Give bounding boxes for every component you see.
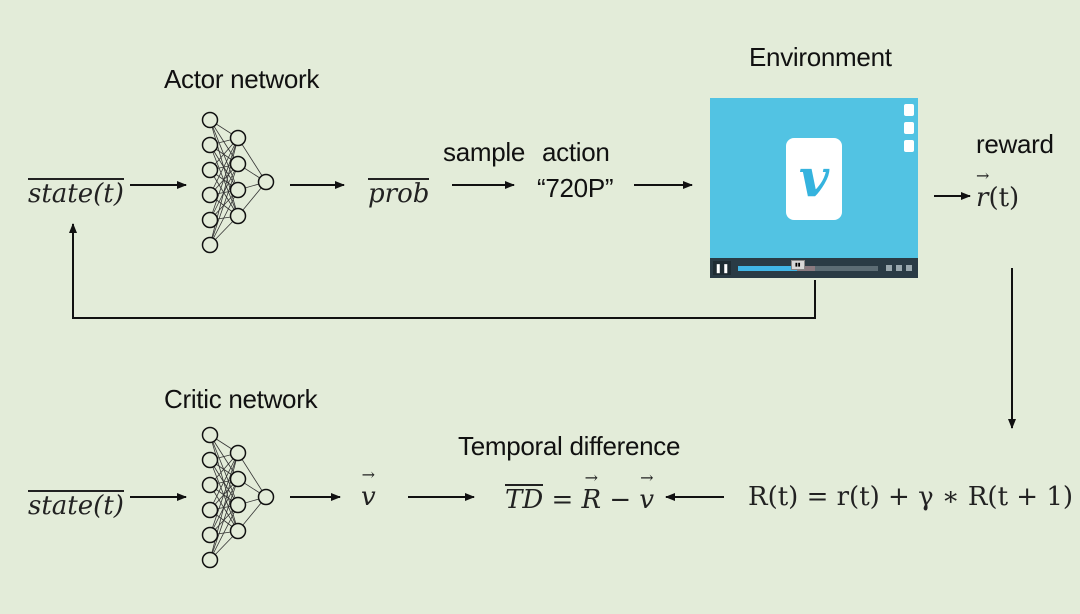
td-R: R	[582, 468, 602, 515]
td-equation: TD = R − v	[505, 468, 654, 516]
actor-node-layer2	[229, 155, 247, 173]
critic-node-layer1	[201, 426, 219, 444]
critic-node-layer1	[201, 451, 219, 469]
critic-node-layer1	[201, 551, 219, 569]
critic-edge	[237, 452, 267, 498]
actor-node-layer1	[201, 186, 219, 204]
td-minus: −	[601, 485, 640, 515]
critic-node-layer1	[201, 526, 219, 544]
action-label: action	[542, 137, 610, 167]
settings-icon[interactable]	[896, 265, 902, 271]
reward-arg: (t)	[988, 183, 1020, 213]
critic-network-graph	[201, 426, 275, 569]
critic-edge	[209, 478, 239, 561]
actor-network-graph	[201, 111, 275, 254]
seek-thumb[interactable]: ▮▮	[790, 260, 805, 270]
actor-network-title: Actor network	[164, 64, 320, 94]
td-v: v	[639, 468, 654, 515]
critic-edge	[209, 459, 239, 506]
td-eq-sign: =	[543, 485, 582, 515]
reward-label: reward	[976, 129, 1054, 159]
critic-node-layer2	[229, 496, 247, 514]
critic-state-text: state(t)	[28, 490, 124, 521]
actor-node-layer2	[229, 207, 247, 225]
critic-network-title: Critic network	[164, 384, 318, 414]
actor-node-layer3	[257, 173, 275, 191]
player-controlbar: ❚❚ ▮▮	[710, 258, 918, 278]
arrow-env-feedback	[69, 223, 816, 319]
critic-node-layer1	[201, 476, 219, 494]
fullscreen-icon[interactable]	[906, 265, 912, 271]
critic-edge	[209, 452, 239, 511]
video-player[interactable]: v ❚❚ ▮▮	[710, 98, 918, 278]
actor-edge	[237, 137, 267, 183]
td-title: Temporal difference	[458, 431, 681, 461]
critic-edge	[209, 452, 239, 536]
critic-node-layer2	[229, 444, 247, 462]
critic-edge	[209, 452, 239, 561]
actor-edge	[209, 163, 239, 246]
actor-node-layer1	[201, 161, 219, 179]
actor-edge	[209, 137, 239, 246]
prob-text: prob	[368, 178, 430, 209]
actor-node-layer2	[229, 181, 247, 199]
actor-edge	[209, 137, 239, 196]
actor-node-layer2	[229, 129, 247, 147]
critic-edge	[209, 459, 239, 532]
sample-label: sample	[443, 137, 526, 167]
actor-state-text: state(t)	[28, 178, 124, 209]
critic-edge	[209, 504, 239, 561]
like-icon[interactable]	[904, 104, 914, 116]
pause-icon[interactable]: ❚❚	[713, 261, 731, 275]
seek-progress	[738, 266, 797, 271]
actor-edge	[209, 137, 239, 221]
td-lhs: TD	[505, 484, 544, 515]
reward-r: r	[976, 166, 989, 213]
clock-icon[interactable]	[904, 122, 914, 134]
actor-state-input: state(t)	[28, 178, 124, 210]
critic-node-layer1	[201, 501, 219, 519]
prob-output: prob	[368, 178, 430, 210]
actor-edge	[209, 189, 239, 246]
actor-node-layer1	[201, 111, 219, 129]
critic-node-layer3	[257, 488, 275, 506]
critic-node-layer2	[229, 470, 247, 488]
critic-node-layer2	[229, 522, 247, 540]
v-output: v	[361, 465, 376, 512]
vimeo-logo-letter: v	[798, 148, 830, 209]
v-text: v	[361, 465, 376, 512]
actor-node-layer1	[201, 136, 219, 154]
reward-symbol: r(t)	[976, 166, 1020, 213]
actor-node-layer1	[201, 211, 219, 229]
critic-state-input: state(t)	[28, 490, 124, 522]
volume-icon[interactable]	[886, 265, 892, 271]
action-value: “720P”	[537, 173, 614, 203]
seek-bar[interactable]: ▮▮	[738, 260, 878, 271]
actor-edge	[209, 144, 239, 191]
return-formula: R(t) = r(t) + γ ∗ R(t + 1)	[748, 482, 1074, 512]
actor-node-layer1	[201, 236, 219, 254]
environment-title: Environment	[749, 42, 892, 72]
vimeo-logo-icon: v	[786, 138, 842, 220]
actor-edge	[209, 144, 239, 217]
share-icon[interactable]	[904, 140, 914, 152]
